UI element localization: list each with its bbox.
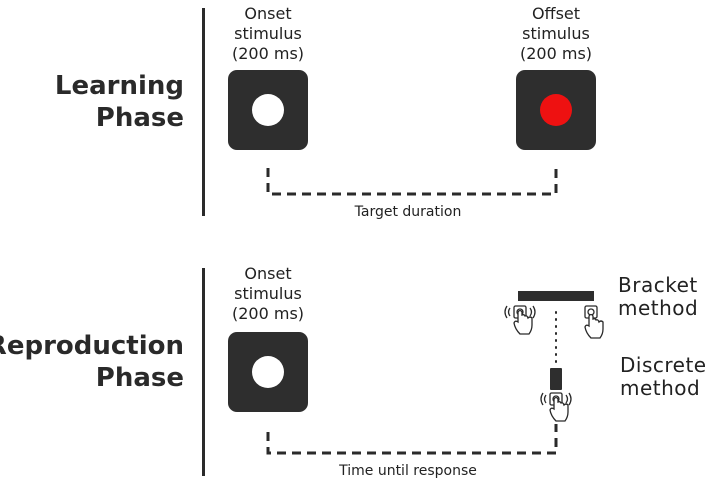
discrete-method-label-line1: Discrete bbox=[620, 353, 707, 377]
bracket-left-press-icon bbox=[504, 305, 536, 335]
learning-duration-label: Target duration bbox=[354, 204, 462, 220]
learning-onset-stimulus bbox=[228, 70, 308, 150]
discrete-bar bbox=[550, 368, 562, 390]
discrete-method-label-line2: method bbox=[620, 376, 701, 400]
reproduction-onset-stimulus bbox=[228, 332, 308, 412]
discrete-method-label: Discrete method bbox=[620, 354, 707, 400]
reproduction-phase-label: Reproduction Phase bbox=[0, 330, 184, 394]
bracket-right-press-icon bbox=[584, 305, 604, 339]
learning-offset-stimulus bbox=[516, 70, 596, 150]
learning-offset-caption-line1: Offset bbox=[531, 4, 581, 23]
bracket-method-label: Bracket method bbox=[618, 274, 698, 320]
discrete-press-icon bbox=[540, 392, 572, 422]
reproduction-onset-caption: Onset stimulus (200 ms) bbox=[208, 264, 328, 324]
learning-offset-caption-line2: stimulus bbox=[522, 24, 590, 43]
learning-offset-caption: Offset stimulus (200 ms) bbox=[496, 4, 616, 64]
learning-phase-label-line2: Phase bbox=[95, 103, 184, 133]
reproduction-phase-label-line2: Phase bbox=[95, 363, 184, 393]
learning-onset-dot bbox=[252, 94, 284, 126]
reproduction-phase-label-line1: Reproduction bbox=[0, 331, 184, 361]
bracket-method-label-line2: method bbox=[618, 296, 699, 320]
learning-phase-label-line1: Learning bbox=[54, 71, 184, 101]
learning-duration-bracket bbox=[266, 168, 558, 196]
learning-onset-caption: Onset stimulus (200 ms) bbox=[208, 4, 328, 64]
learning-divider bbox=[202, 8, 205, 216]
reproduction-duration-bracket bbox=[266, 424, 558, 455]
reproduction-duration-label: Time until response bbox=[339, 463, 477, 479]
reproduction-divider bbox=[202, 268, 205, 476]
reproduction-onset-caption-line2: stimulus bbox=[234, 284, 302, 303]
learning-offset-dot bbox=[540, 94, 572, 126]
reproduction-onset-caption-line3: (200 ms) bbox=[231, 304, 305, 323]
learning-offset-caption-line3: (200 ms) bbox=[519, 44, 593, 63]
bracket-method-label-line1: Bracket bbox=[618, 273, 698, 297]
learning-onset-caption-line3: (200 ms) bbox=[231, 44, 305, 63]
learning-onset-caption-line2: stimulus bbox=[234, 24, 302, 43]
reproduction-onset-dot bbox=[252, 356, 284, 388]
reproduction-onset-caption-line1: Onset bbox=[244, 264, 292, 283]
learning-onset-caption-line1: Onset bbox=[244, 4, 292, 23]
bracket-bar bbox=[518, 291, 594, 301]
learning-phase-label: Learning Phase bbox=[55, 70, 184, 134]
